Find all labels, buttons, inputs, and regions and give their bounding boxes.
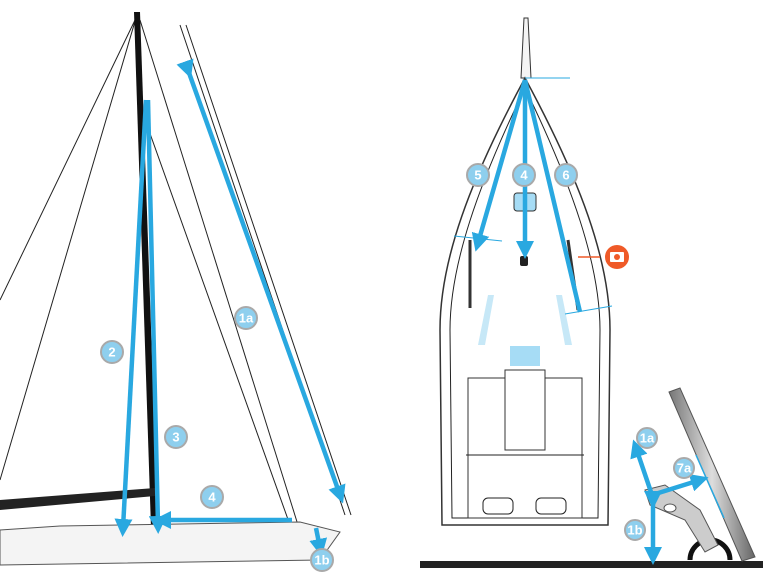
svg-text:7a: 7a [677,461,692,476]
badge-4-top: 4 [512,163,536,187]
arrow-2 [114,99,149,537]
svg-text:5: 5 [474,168,481,183]
jib-leech [137,99,291,526]
badge-2: 2 [100,340,124,364]
badge-1b-detail: 1b [624,519,646,541]
badge-6: 6 [554,163,578,187]
shroud [139,19,299,526]
arrow-1b [309,527,328,557]
camera-icon [605,245,629,269]
svg-text:3: 3 [172,430,179,445]
side-view: 1a 2 3 4 1b [0,12,352,572]
badge-4: 4 [200,485,224,509]
badge-1a: 1a [234,306,258,330]
svg-text:1b: 1b [627,523,642,538]
hull-side [0,521,341,566]
bowsprit [520,17,532,79]
deck [420,561,763,568]
badge-3: 3 [164,425,188,449]
mast [134,12,158,528]
svg-text:1a: 1a [640,431,655,446]
svg-text:2: 2 [108,345,115,360]
svg-text:4: 4 [520,168,528,183]
badge-5: 5 [466,163,490,187]
svg-text:1b: 1b [314,553,329,568]
svg-text:1a: 1a [239,311,254,326]
arrow-3 [145,99,167,534]
badge-1b: 1b [310,548,334,572]
detail-view: 1a 7a 1b [420,387,763,568]
top-view: 5 4 6 [439,17,629,526]
arrow-1a [176,58,346,504]
badge-1a-detail: 1a [636,427,658,449]
forestay [179,24,352,516]
boom [0,488,155,510]
mainsail [0,17,137,481]
svg-text:4: 4 [208,490,216,505]
badge-7a: 7a [673,457,695,479]
svg-text:6: 6 [562,168,569,183]
